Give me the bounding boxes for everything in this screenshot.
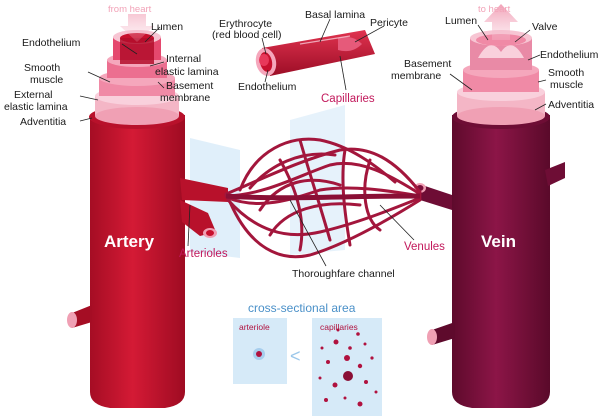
external-elastic-lamina-label-1: External (14, 89, 53, 101)
artery-adventitia-label: Adventitia (20, 116, 66, 128)
vein-valve (478, 45, 524, 58)
pericyte (338, 36, 362, 52)
cross-section-title: cross-sectional area (248, 301, 356, 315)
artery-basement-membrane-label-1: Basement (166, 80, 213, 92)
vein-endothelium-label: Endothelium (540, 49, 599, 61)
to-heart-arrow-icon (484, 4, 518, 40)
artery-endothelium-label: Endothelium (22, 37, 81, 49)
basal-lamina-label: Basal lamina (305, 9, 365, 21)
leader-lines (79, 18, 547, 267)
valve-label: Valve (532, 21, 558, 33)
vein-adventitia-label: Adventitia (548, 99, 594, 111)
venules-label: Venules (404, 241, 445, 253)
from-heart-label: from heart (108, 4, 152, 15)
capillaries-label: Capillaries (321, 93, 375, 105)
arteriole-panel-label: arteriole (239, 322, 270, 332)
vein-lumen-label: Lumen (445, 15, 477, 27)
arteriole-cross-section (253, 348, 265, 360)
vein-smooth-muscle-label-2: muscle (550, 79, 583, 91)
capillary-endothelium-label: Endothelium (238, 81, 297, 93)
venule-branch (420, 185, 452, 210)
capillaries-panel (312, 318, 382, 416)
pericyte-label: Pericyte (370, 17, 408, 29)
capillary-closeup (255, 30, 375, 76)
external-elastic-lamina-label-2: elastic lamina (4, 101, 68, 113)
erythrocyte-label-1: Erythrocyte (219, 18, 272, 30)
internal-elastic-lamina-label-1: Internal (166, 53, 201, 65)
to-heart-label: to heart (478, 4, 511, 15)
artery-lumen-label: Lumen (151, 21, 183, 33)
artery-smooth-muscle-label-2: muscle (30, 74, 63, 86)
capillary-labels: Erythrocyte (red blood cell) Basal lamin… (212, 9, 408, 105)
less-than-symbol: < (290, 346, 301, 366)
vein (414, 4, 565, 408)
thoroughfare-channel-label: Thoroughfare channel (292, 268, 395, 280)
vein-labels: to heart Lumen Valve Endothelium Basemen… (391, 4, 599, 251)
from-heart-arrow-icon (120, 14, 154, 42)
network-labels: Arterioles Venules Thoroughfare channel (179, 241, 445, 280)
artery (67, 30, 228, 408)
arterioles-label: Arterioles (179, 248, 228, 260)
cross-section-labels: cross-sectional area arteriole capillari… (239, 301, 358, 366)
vein-basement-membrane-label-1: Basement (404, 58, 451, 70)
artery-basement-membrane-label-2: membrane (160, 92, 210, 104)
capillaries-panel-label: capillaries (320, 322, 358, 332)
vein-smooth-muscle-label-1: Smooth (548, 67, 584, 79)
artery-smooth-muscle-label-1: Smooth (24, 62, 60, 74)
internal-elastic-lamina-label-2: elastic lamina (155, 66, 219, 78)
capillary-cross-sections (318, 328, 378, 407)
artery-title: Artery (104, 232, 155, 251)
erythrocyte (259, 54, 269, 66)
thoroughfare-channel (225, 193, 421, 201)
vein-basement-membrane-label-2: membrane (391, 70, 441, 82)
erythrocyte-label-2: (red blood cell) (212, 29, 281, 41)
vein-title: Vein (481, 232, 516, 251)
artery-labels: from heart Lumen Endothelium Internal el… (4, 4, 219, 251)
